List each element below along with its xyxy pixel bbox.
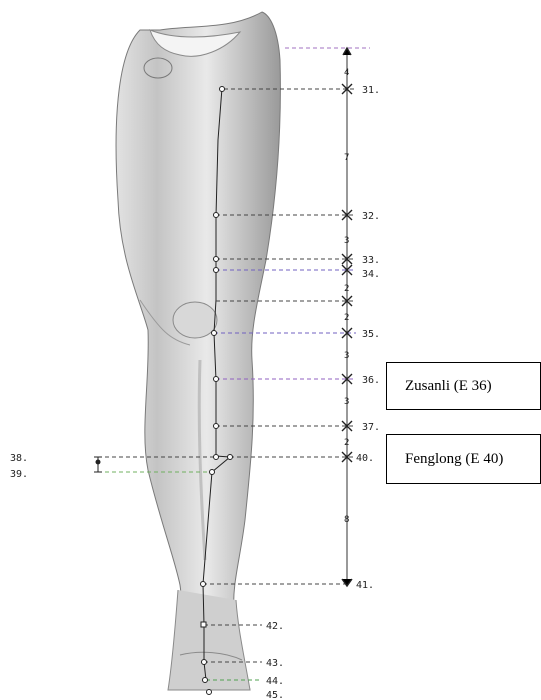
fenglong-callout-text: Fenglong (E 40) (405, 451, 503, 468)
point-label-36: 36. (362, 375, 380, 386)
segment-label: 7 (344, 153, 349, 163)
segment-label: 2 (344, 284, 349, 294)
point-label-39: 39. (10, 469, 28, 480)
zusanli-callout: Zusanli (E 36) (386, 362, 541, 410)
segment-label: 2 (344, 313, 349, 323)
segment-label: 8 (344, 515, 349, 525)
point-label-31: 31. (362, 85, 380, 96)
point-label-32: 32. (362, 211, 380, 222)
point-label-38: 38. (10, 453, 28, 464)
point-label-42: 42. (266, 621, 284, 632)
point-label-35: 35. (362, 329, 380, 340)
segment-label: 3 (344, 351, 349, 361)
leg-illustration (116, 12, 280, 690)
point-label-37: 37. (362, 422, 380, 433)
zusanli-callout-text: Zusanli (E 36) (405, 378, 492, 395)
segment-label: 3 (344, 236, 349, 246)
left-point-labels: 38. 39. (10, 453, 28, 480)
point-label-34: 34. (362, 269, 380, 280)
point-label-45: 45. (266, 690, 284, 700)
segment-label: 2 (344, 438, 349, 448)
left-bracket (94, 457, 102, 472)
segment-label: 3 (344, 397, 349, 407)
fenglong-callout: Fenglong (E 40) (386, 434, 541, 484)
segment-label: 4 (344, 68, 349, 78)
point-label-41: 41. (356, 580, 374, 591)
point-label-33: 33. (362, 255, 380, 266)
point-labels: 31. 32. 33. 34. 35. 36. 37. 40. 41. 42. … (266, 85, 380, 700)
point-label-43: 43. (266, 658, 284, 669)
point-label-44: 44. (266, 676, 284, 687)
point-label-40: 40. (356, 453, 374, 464)
